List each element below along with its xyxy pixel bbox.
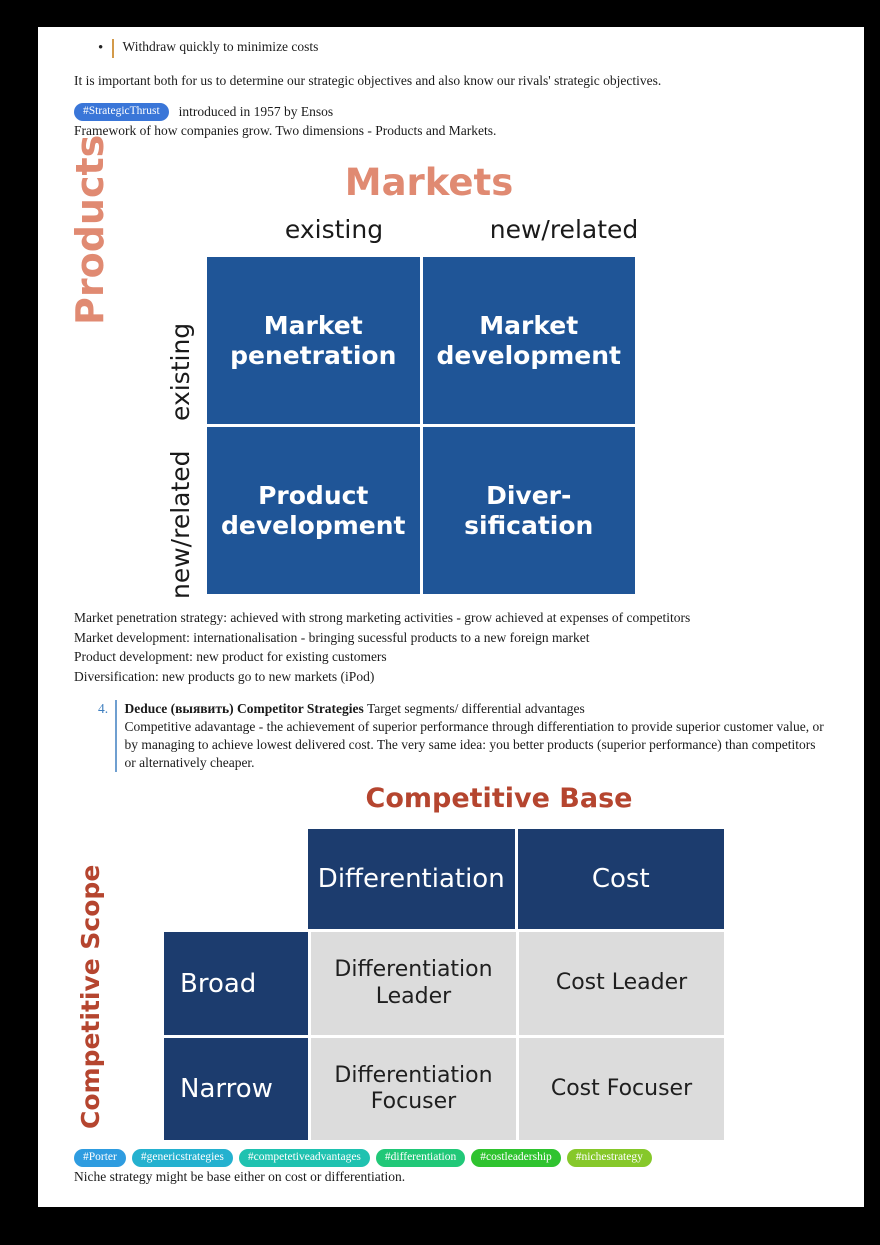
hashtag-chip[interactable]: #competetiveadvantages — [238, 1149, 370, 1167]
porter-column-header-cost: Cost — [517, 829, 724, 930]
porter-generic-strategies-figure: Competitive Base Competitive Scope Diffe… — [74, 779, 774, 1149]
ansoff-grid: Market penetration Market development Pr… — [207, 257, 635, 595]
hashtag-chip[interactable]: #costleadership — [471, 1149, 561, 1167]
porter-cell-cost-leader: Cost Leader — [519, 932, 724, 1035]
blue-rail-divider — [115, 699, 117, 773]
spacer — [74, 58, 828, 71]
hashtag-chip[interactable]: #genericstrategies — [131, 1149, 233, 1167]
strategic-thrust-line: #StrategicThrust introduced in 1957 by E… — [74, 103, 828, 121]
ansoff-note-1: Market development: internationalisation… — [74, 629, 590, 645]
item4-heading: Deduce (выявить) Competitor Strategies — [124, 700, 364, 716]
hashtag-chip[interactable]: #differentiation — [375, 1149, 466, 1167]
document-content: • Withdraw quickly to minimize costs It … — [68, 39, 829, 1186]
spacer — [74, 687, 828, 700]
numbered-marker: 4. — [98, 700, 109, 716]
porter-header-row: Differentiation Cost — [308, 829, 724, 930]
ansoff-note-2: Product development: new product for exi… — [74, 649, 387, 665]
porter-column-header-differentiation: Differentiation — [308, 829, 515, 930]
intro-paragraph: It is important both for us to determine… — [74, 72, 662, 88]
orange-rail-divider — [112, 39, 114, 58]
item4-heading-rest: Target segments/ differential advantages — [366, 700, 585, 716]
strategic-thrust-note: introduced in 1957 by Ensos — [178, 104, 334, 119]
document-page: • Withdraw quickly to minimize costs It … — [38, 27, 864, 1207]
numbered-item-body: Deduce (выявить) Competitor Strategies T… — [125, 700, 829, 773]
porter-competitive-base-title: Competitive Base — [365, 783, 633, 815]
list-item: • Withdraw quickly to minimize costs — [74, 39, 828, 58]
bullet-marker: • — [98, 40, 104, 56]
ansoff-row-header-existing: existing — [166, 323, 195, 422]
ansoff-cell-product-development: Product development — [207, 427, 420, 595]
ansoff-row-header-new: new/related — [166, 450, 195, 600]
bullet-text: Withdraw quickly to minimize costs — [122, 39, 319, 54]
spacer — [74, 772, 828, 779]
hashtag-chip[interactable]: #nichestrategy — [566, 1149, 652, 1167]
ansoff-note-3: Diversification: new products go to new … — [74, 668, 375, 684]
porter-cell-cost-focuser: Cost Focuser — [519, 1037, 724, 1141]
ansoff-cell-diversification: Diver-sification — [422, 427, 635, 595]
spacer — [74, 90, 828, 103]
closing-note: Niche strategy might be base either on c… — [74, 1168, 406, 1184]
ansoff-column-header-new: new/related — [489, 215, 639, 245]
hashtag-tag-row: #Porter #genericstrategies #competetiveadv… — [74, 1149, 828, 1167]
ansoff-cell-market-development: Market development — [422, 257, 635, 425]
spacer — [74, 140, 828, 153]
porter-cell-differentiation-leader: Differentiation Leader — [311, 932, 516, 1035]
ansoff-note-0: Market penetration strategy: achieved wi… — [74, 610, 691, 626]
strategic-thrust-description: Framework of how companies grow. Two dim… — [74, 122, 497, 138]
hashtag-chip[interactable]: #Porter — [74, 1149, 126, 1167]
porter-cell-differentiation-focuser: Differentiation Focuser — [311, 1037, 516, 1141]
ansoff-matrix-figure: Markets existing new/related Products ex… — [68, 135, 674, 608]
ansoff-cell-market-penetration: Market penetration — [207, 257, 420, 425]
ansoff-products-axis-title: Products — [68, 134, 112, 326]
item4-body-text: Competitive adavantage - the achievement… — [124, 718, 824, 771]
ansoff-markets-title: Markets — [344, 161, 514, 205]
tag-strategicthrust[interactable]: #StrategicThrust — [74, 103, 169, 121]
numbered-list-item-4: 4. Deduce (выявить) Competitor Strategie… — [74, 699, 829, 773]
ansoff-column-header-existing: existing — [284, 215, 384, 245]
porter-row-header-broad: Broad — [164, 932, 308, 1035]
porter-competitive-scope-axis-title: Competitive Scope — [76, 865, 105, 1130]
porter-grid: Broad Differentiation Leader Cost Leader… — [164, 932, 724, 1141]
porter-row-header-narrow: Narrow — [164, 1037, 308, 1141]
